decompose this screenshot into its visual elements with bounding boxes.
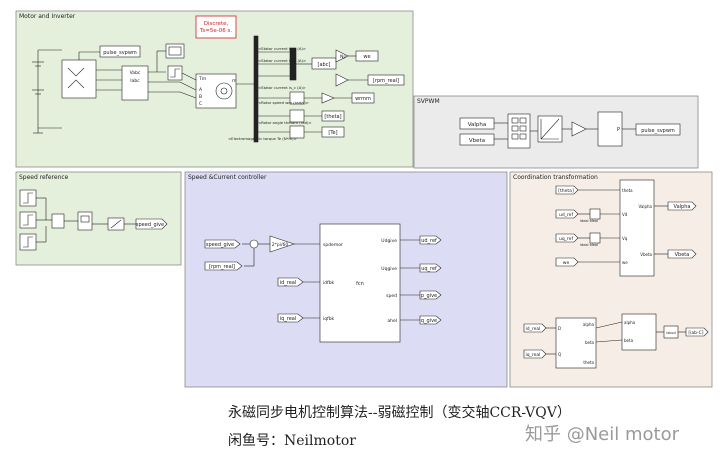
park-in-theta: theta xyxy=(583,360,594,365)
discrete-label: Discrete, xyxy=(204,21,229,27)
park-port-d: D xyxy=(558,326,561,331)
we-tag: we xyxy=(363,54,370,60)
coordination-content xyxy=(523,179,709,369)
speed-give-output-label: speed_give xyxy=(136,222,164,228)
fcn-out-port-uqgive: Uqgive xyxy=(381,266,397,272)
wm-tag: wrmm xyxy=(355,96,371,102)
speed-reference-panel xyxy=(15,171,182,266)
sc-out-ud-ref: ud_ref xyxy=(421,238,437,244)
coord-in-we: we xyxy=(563,261,570,266)
inverter-pulse-tag: pulse_svpwm xyxy=(103,50,137,56)
te-tag: [Te] xyxy=(328,130,337,136)
coordination-title: Coordination transformation xyxy=(513,174,598,181)
svpwm-p-port: P xyxy=(617,127,620,133)
park-port-q: Q xyxy=(558,352,561,357)
vabc-label: Vabc xyxy=(130,70,141,76)
coord-iabcd-label: iabcd xyxy=(666,331,676,335)
coord-in-ud-ref: ud_ref xyxy=(559,212,573,218)
coord-block-port-we: we xyxy=(622,260,628,265)
sc-out-p-give: p_give xyxy=(421,293,437,299)
fcn-in-port-spdemor: spdemor xyxy=(323,242,343,248)
caption-subtitle: 闲鱼号：Neilmotor xyxy=(228,433,356,449)
fcn-out-port-sped: sped xyxy=(386,293,397,299)
coord-block-port-vq: Vq xyxy=(622,236,628,241)
m-label: m xyxy=(232,79,236,84)
clarke-in-alpha: alpha xyxy=(624,320,636,325)
phase-a-label: A xyxy=(199,87,203,93)
park-out-alpha: alpha xyxy=(583,322,595,327)
speed-current-title: Speed &Current controller xyxy=(188,174,267,181)
rpm-real-tag: [rpm_real] xyxy=(373,78,399,84)
speed-reference-title: Speed reference xyxy=(19,174,69,181)
coord-out-valpha: Valpha xyxy=(674,204,691,210)
svpwm-title: SVPWM xyxy=(417,98,440,105)
iabc-label: Iabc xyxy=(130,78,140,84)
coord-in-uq-ref: uq_ref xyxy=(559,236,573,242)
fcn-in-port-iqfbk: iqfbk xyxy=(323,316,335,322)
park-out-beta: beta xyxy=(585,340,595,345)
svpwm-valpha-label: Valpha xyxy=(468,122,487,128)
coord-mid-label-2: ideal ideal xyxy=(580,243,598,247)
bus-label-wm: <Rotor speed wm (rad/s)> xyxy=(258,100,309,105)
discrete-ts-label: Ts=5e-06 s. xyxy=(199,28,232,34)
bus-label-te: <Electromagnetic torque Te (N*m)> xyxy=(228,136,297,141)
bus-label-is-a: <Stator current is_a (A)> xyxy=(258,46,306,51)
abc-tag: [abc] xyxy=(318,62,331,68)
sc-speed-give-tag: speed_give xyxy=(206,242,234,248)
coord-block-port-vd: Vd xyxy=(622,212,628,217)
coord-block-out-valpha: Valpha xyxy=(638,204,652,209)
sc-gain-label: 2*pi/60 xyxy=(272,242,289,248)
fcn-in-port-idfbk: idfbk xyxy=(323,280,335,286)
phase-c-label: C xyxy=(199,101,202,107)
sc-iq-real-tag: iq_real xyxy=(280,316,297,322)
motor-inverter-title: Motor and Inverter xyxy=(19,13,76,20)
coord-labc-tag: [iab-C] xyxy=(688,330,703,336)
bus-label-is-b: <Stator current is_b (A)> xyxy=(258,58,306,63)
bus-label-is-c: <Stator current is_c (A)> xyxy=(258,85,306,90)
sc-out-q-give: q_give xyxy=(421,318,437,324)
caption-title: 永磁同步电机控制算法--弱磁控制（变交轴CCR-VQV） xyxy=(228,405,571,421)
coord-in-theta: [theta] xyxy=(558,188,574,194)
phase-b-label: B xyxy=(199,94,202,100)
coord-block-out-vbeta: Vbeta xyxy=(640,252,652,257)
fcn-out-port-udgive: Udgive xyxy=(381,238,397,244)
svpwm-pulse-label: pulse_svpwm xyxy=(641,128,675,134)
theta-tag: [theta] xyxy=(324,114,341,120)
fcn-label: fcn xyxy=(356,281,364,287)
bus-label-theta: <Rotor angle thetam (rad)> xyxy=(258,120,312,125)
coord-iq-real-tag: iq_real xyxy=(526,352,541,358)
clarke-in-beta: beta xyxy=(624,338,634,343)
coord-mid-label-1: ideal ideal xyxy=(580,219,598,223)
sc-id-real-tag: id_real xyxy=(280,280,297,286)
coord-id-real-tag: id_real xyxy=(526,326,541,332)
watermark: 知乎 @Neil motor xyxy=(525,424,680,445)
coord-out-vbeta: Vbeta xyxy=(675,252,690,258)
sc-out-uq-ref: uq_ref xyxy=(421,266,437,272)
coord-block-port-theta: theta xyxy=(622,188,633,193)
tm-label: Tm xyxy=(198,76,206,82)
gain-np-label: Np xyxy=(340,54,346,60)
motor-inverter-content xyxy=(32,15,405,143)
speed-reference-content xyxy=(19,189,168,251)
speed-current-content xyxy=(204,223,442,343)
sc-rpm-real-tag: [rpm_real] xyxy=(209,264,235,270)
svpwm-content xyxy=(459,111,681,149)
fcn-out-port-ahel: ahel xyxy=(387,318,397,324)
svpwm-vbeta-label: Vbeta xyxy=(469,138,485,144)
